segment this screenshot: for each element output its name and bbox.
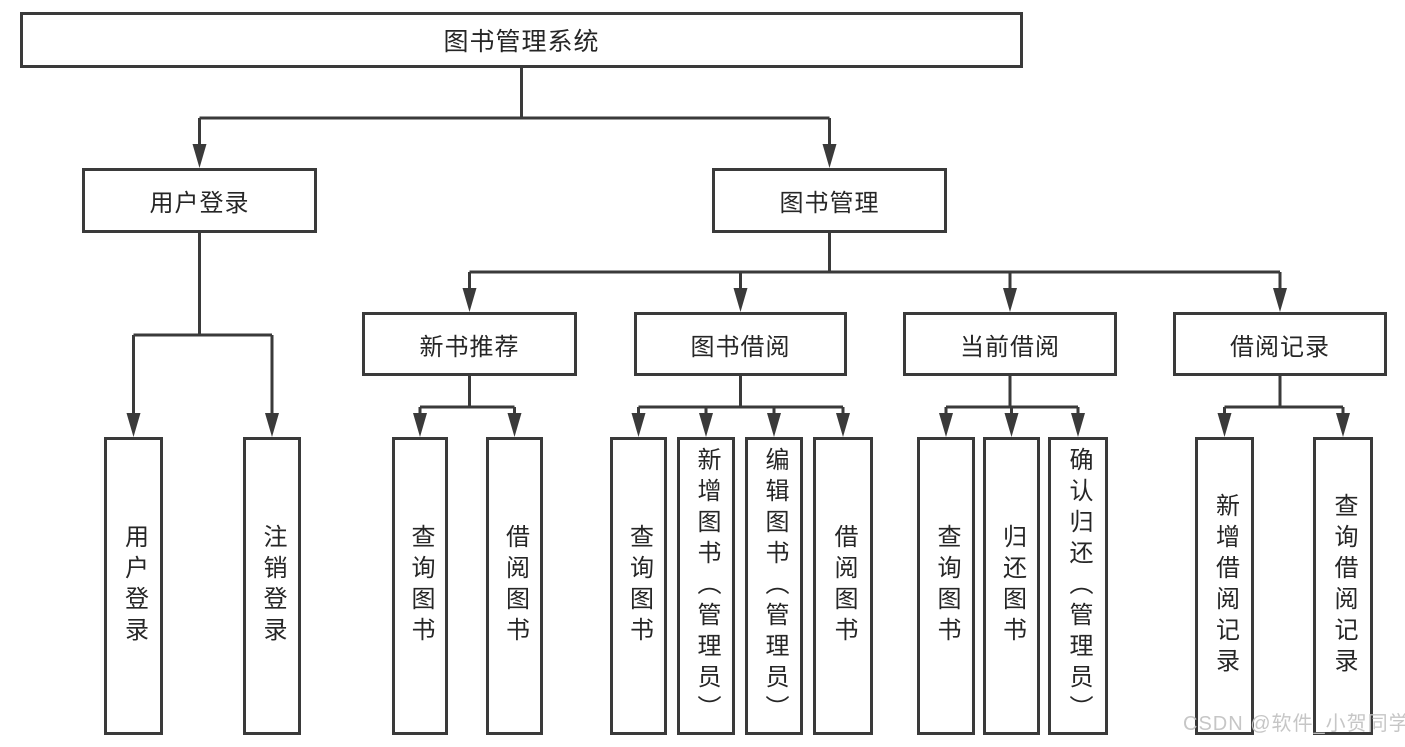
diagram-node-cur-query: 查询图书 bbox=[917, 437, 975, 735]
arrowhead-icon bbox=[192, 144, 207, 168]
node-label: 借阅图书 bbox=[501, 524, 529, 648]
watermark-text: CSDN @软件_小贺同学 bbox=[1183, 713, 1405, 735]
arrowhead-icon bbox=[733, 288, 748, 312]
diagram-node-bw-query: 查询图书 bbox=[610, 437, 667, 735]
node-label: 图书管理系统 bbox=[443, 28, 600, 56]
arrowhead-icon bbox=[1004, 413, 1019, 437]
arrowhead-icon bbox=[767, 413, 781, 437]
diagram-node-bw-borrow: 借阅图书 bbox=[813, 437, 873, 735]
diagram-node-logout: 注销登录 bbox=[243, 437, 301, 735]
node-label: 用户登录 bbox=[120, 524, 148, 648]
diagram-node-cur-return: 归还图书 bbox=[983, 437, 1040, 735]
diagram-node-rec-add: 新增借阅记录 bbox=[1195, 437, 1254, 735]
arrowhead-icon bbox=[462, 288, 477, 312]
diagram-node-mgmt: 图书管理 bbox=[712, 168, 947, 233]
diagram-node-login: 用户登录 bbox=[82, 168, 317, 233]
diagram-node-rec-query: 查询借阅记录 bbox=[1313, 437, 1373, 735]
node-label: 归还图书 bbox=[998, 524, 1026, 648]
node-label: 查询图书 bbox=[407, 524, 434, 648]
diagram-node-user-login: 用户登录 bbox=[104, 437, 163, 735]
arrowhead-icon bbox=[126, 413, 141, 437]
diagram-node-cur-confirm: 确认归还（管理员） bbox=[1048, 437, 1108, 735]
arrowhead-icon bbox=[507, 413, 522, 437]
node-label: 当前借阅 bbox=[960, 333, 1060, 361]
diagram-node-records: 借阅记录 bbox=[1173, 312, 1387, 376]
node-label: 查询借阅记录 bbox=[1330, 493, 1357, 679]
diagram-node-bw-edit: 编辑图书（管理员） bbox=[745, 437, 803, 735]
node-label: 借阅记录 bbox=[1230, 333, 1330, 361]
arrowhead-icon bbox=[822, 144, 837, 168]
arrowhead-icon bbox=[699, 413, 713, 437]
node-label: 图书管理 bbox=[779, 190, 880, 217]
diagram-node-nb-query: 查询图书 bbox=[392, 437, 448, 735]
node-label: 图书借阅 bbox=[690, 333, 791, 361]
arrowhead-icon bbox=[1217, 413, 1232, 437]
node-label: 查询图书 bbox=[625, 524, 653, 648]
arrowhead-icon bbox=[939, 413, 953, 437]
node-label: 注销登录 bbox=[259, 524, 286, 648]
diagram-node-current: 当前借阅 bbox=[903, 312, 1117, 376]
node-label: 新增借阅记录 bbox=[1211, 493, 1239, 679]
diagram-node-borrow: 图书借阅 bbox=[634, 312, 847, 376]
arrowhead-icon bbox=[631, 413, 646, 437]
diagram-node-newbook: 新书推荐 bbox=[362, 312, 577, 376]
diagram-node-root: 图书管理系统 bbox=[20, 12, 1023, 68]
connector-path bbox=[132, 68, 1345, 415]
arrowhead-icon bbox=[1336, 413, 1350, 437]
node-label: 新书推荐 bbox=[419, 333, 520, 361]
diagram-node-bw-add: 新增图书（管理员） bbox=[677, 437, 735, 735]
arrowhead-icon bbox=[836, 413, 850, 437]
arrowhead-icon bbox=[1071, 413, 1085, 437]
node-label: 新增图书（管理员） bbox=[693, 446, 720, 726]
arrowhead-icon bbox=[413, 413, 427, 437]
node-label: 用户登录 bbox=[149, 190, 250, 217]
node-label: 编辑图书（管理员） bbox=[761, 446, 788, 726]
node-label: 查询图书 bbox=[933, 524, 960, 648]
node-label: 借阅图书 bbox=[830, 524, 857, 648]
arrowhead-icon bbox=[1273, 288, 1287, 312]
arrowhead-icon bbox=[265, 413, 279, 437]
diagram-node-nb-borrow: 借阅图书 bbox=[486, 437, 543, 735]
arrowhead-icon bbox=[1003, 288, 1017, 312]
node-label: 确认归还（管理员） bbox=[1065, 446, 1092, 726]
